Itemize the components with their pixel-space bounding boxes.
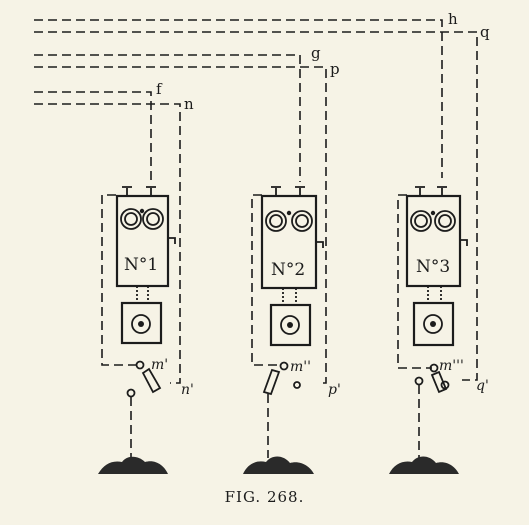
station-1-return-wire	[101, 194, 138, 366]
station-1-earth-ground	[98, 456, 168, 474]
station-1-bells	[120, 208, 164, 230]
station-3-number: N°3	[416, 257, 450, 277]
station-2-terminal-binding-posts	[271, 186, 305, 196]
station-1-switch-lever	[141, 367, 162, 394]
station-3-side-hook	[460, 239, 468, 246]
station-2-side-hook	[316, 241, 324, 248]
wire-h	[34, 19, 443, 178]
label-q: q	[480, 23, 490, 41]
station-3-terminal-binding-posts	[415, 186, 447, 196]
label-h: h	[448, 10, 458, 28]
station-3-earth-ground	[389, 456, 459, 474]
label-g: g	[311, 44, 321, 62]
label-n: n	[184, 95, 194, 113]
wire-g	[34, 54, 301, 182]
station-2-switch-lever	[262, 368, 281, 396]
station-2-return-wire	[251, 194, 282, 366]
station-2-switch-pivot	[279, 361, 289, 371]
label-p: p	[330, 60, 340, 78]
station-3-switch-label: m'''	[439, 358, 464, 374]
wire-pair-h-q: h q	[34, 10, 490, 381]
station-2-bells	[265, 210, 313, 232]
station-1-switch-pivot	[135, 360, 145, 370]
station-1-number: N°1	[124, 255, 158, 275]
station-1-contact	[126, 388, 136, 398]
station-2: N°2 m'' p'	[243, 186, 341, 474]
station-3-switch-pivot	[429, 363, 439, 373]
label-q-prime: q'	[476, 378, 489, 394]
station-1-terminal-binding-posts	[122, 186, 156, 196]
station-2-earth-ground	[243, 456, 314, 474]
station-3: N°3 m''' q'	[389, 186, 489, 474]
wire-pair-g-p: g p	[34, 44, 340, 384]
label-n-prime: n'	[181, 382, 194, 398]
label-p-prime: p'	[328, 382, 341, 398]
station-1-switch-label: m'	[151, 357, 168, 373]
station-3-cord	[427, 286, 442, 303]
station-2-cord	[282, 288, 297, 305]
station-1: N°1 m' n'	[98, 186, 194, 474]
figure-caption: FIG. 268.	[224, 488, 305, 506]
wire-q	[34, 31, 478, 381]
wire-p	[34, 66, 327, 384]
station-3-contact	[414, 376, 424, 386]
wire-pair-f-n: f n	[34, 80, 194, 384]
station-1-cord	[136, 286, 149, 303]
wire-n	[34, 103, 181, 384]
wire-f	[34, 91, 152, 182]
station-3-return-wire	[397, 194, 432, 369]
station-2-contact	[293, 381, 301, 389]
station-2-number: N°2	[271, 260, 305, 280]
station-3-transmitter	[412, 301, 455, 347]
station-2-switch-label: m''	[290, 359, 311, 375]
station-3-bells	[410, 210, 456, 232]
label-f: f	[156, 80, 163, 98]
station-1-side-hook	[168, 237, 176, 244]
